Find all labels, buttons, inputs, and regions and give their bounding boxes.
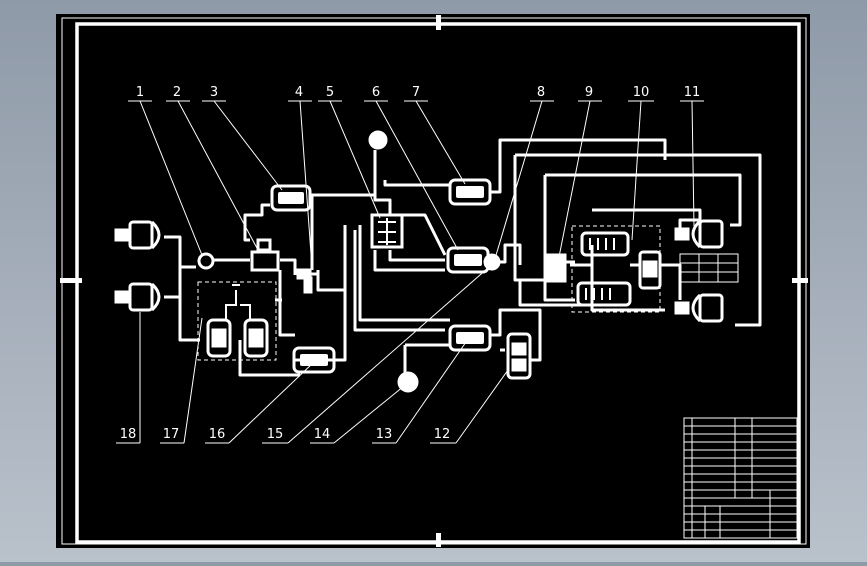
center-marks (60, 15, 808, 547)
pressure-gauge-top (368, 130, 388, 150)
leader-line-17 (183, 317, 203, 444)
air-dryer-cylinder-b (243, 318, 269, 358)
unloader-valve (250, 238, 280, 272)
brake-valve-9 (545, 253, 575, 283)
part-leaders (116, 100, 704, 444)
part-number-5: 5 (326, 85, 334, 100)
part-number-14: 14 (314, 427, 331, 442)
air-dryer-cylinder-a (206, 318, 232, 358)
brake-chamber-front-right (674, 219, 724, 249)
leader-line-15 (287, 267, 489, 444)
relay-valve-8 (483, 253, 501, 271)
part-number-11: 11 (684, 85, 701, 100)
leader-line-11 (691, 100, 695, 227)
leader-line-9 (557, 100, 591, 263)
leader-line-2 (177, 100, 259, 251)
brake-chamber-rear-right (674, 293, 724, 323)
leader-line-4 (299, 100, 313, 269)
part-number-17: 17 (163, 427, 180, 442)
leader-line-6 (375, 100, 459, 251)
part-number-3: 3 (210, 85, 218, 100)
leader-line-10 (631, 100, 642, 241)
valve-block-10b (576, 281, 632, 307)
proportional-valve (638, 250, 662, 290)
four-circuit-valve (370, 213, 404, 249)
brake-chamber-rear-left (114, 282, 161, 312)
leader-line-5 (329, 100, 381, 219)
part-number-1: 1 (136, 85, 144, 100)
drain-valve (296, 268, 318, 294)
air-compressor (197, 252, 215, 270)
part-number-4: 4 (295, 85, 303, 100)
leader-line-7 (415, 100, 466, 185)
air-tank-7 (448, 178, 492, 206)
leader-line-13 (395, 341, 467, 444)
part-number-10: 10 (633, 85, 650, 100)
title-block (683, 417, 798, 539)
leader-line-14 (333, 385, 405, 444)
spring-brake-valve (506, 332, 532, 380)
leader-line-3 (213, 100, 283, 191)
air-dryer-group (197, 281, 277, 361)
part-number-6: 6 (372, 85, 380, 100)
brake-chamber-front-left (114, 220, 161, 250)
air-tank-16 (292, 346, 336, 374)
leader-line-16 (228, 361, 315, 444)
part-number-2: 2 (173, 85, 181, 100)
air-tank-13 (448, 324, 492, 352)
leader-line-1 (139, 100, 203, 256)
part-number-12: 12 (434, 427, 451, 442)
part-number-18: 18 (120, 427, 137, 442)
part-number-15: 15 (267, 427, 284, 442)
part-number-9: 9 (585, 85, 593, 100)
leader-line-8 (493, 100, 543, 263)
valve-block-10a (580, 231, 630, 257)
part-number-13: 13 (376, 427, 393, 442)
leader-line-12 (455, 369, 509, 444)
legend-table (679, 253, 739, 283)
part-number-16: 16 (209, 427, 226, 442)
part-number-8: 8 (537, 85, 545, 100)
air-tank-3 (270, 184, 312, 212)
part-number-7: 7 (412, 85, 420, 100)
control-panel-10 (571, 225, 661, 313)
